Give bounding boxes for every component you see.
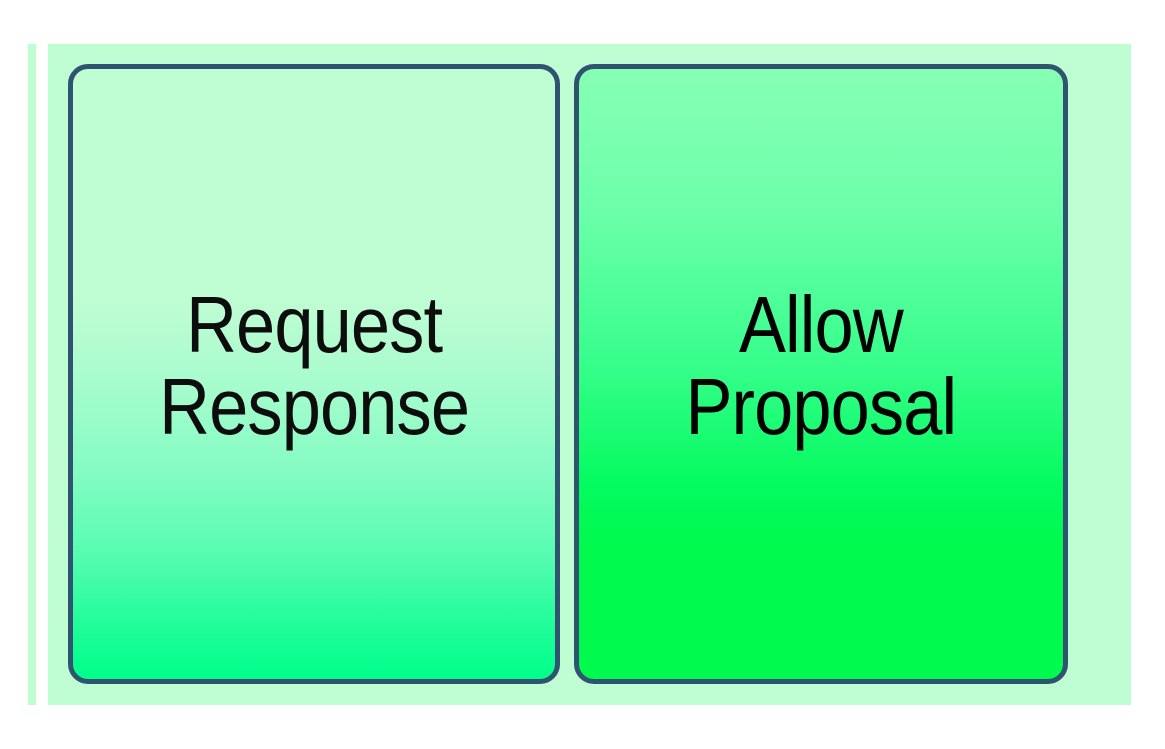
request-response-button-label: Request Response <box>159 279 470 451</box>
button-row: Request Response Allow Proposal <box>68 64 1083 684</box>
button-panel: Request Response Allow Proposal <box>48 44 1131 705</box>
allow-proposal-button-label: Allow Proposal <box>685 279 958 451</box>
left-accent-rail <box>28 44 36 705</box>
request-response-button[interactable]: Request Response <box>68 64 560 684</box>
allow-proposal-button[interactable]: Allow Proposal <box>574 64 1068 684</box>
